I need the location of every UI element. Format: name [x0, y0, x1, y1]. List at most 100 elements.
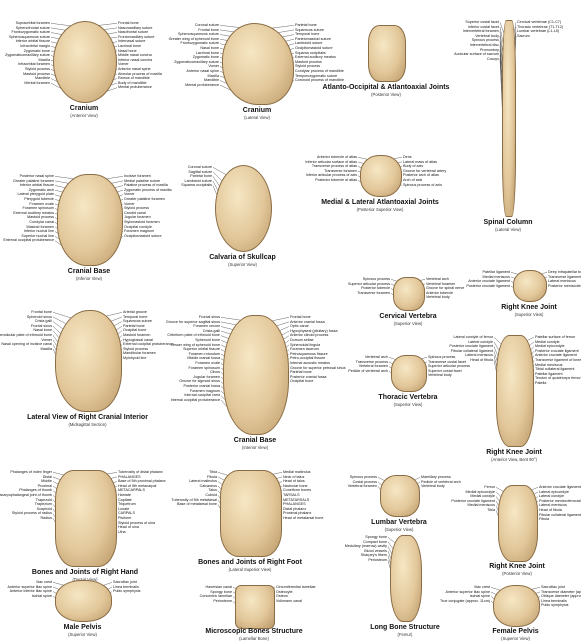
bone-illustration — [498, 485, 538, 562]
figure-title: Right Knee Joint — [501, 304, 557, 311]
label-left: Squama occipitalis — [181, 183, 212, 188]
label-left: Posterior tubercle of atlas — [315, 178, 357, 183]
label-right: Head of metatarsal bone — [283, 516, 323, 521]
figure-title: Cranial Base — [68, 268, 110, 275]
label-right: Occipital bone — [290, 379, 313, 384]
figure-subtitle: (Superior View) — [394, 321, 423, 326]
bone-illustration — [368, 25, 406, 82]
bone-illustration — [393, 277, 425, 311]
figure-panel: Frontal boneSphenoid sinusCrista galliFr… — [5, 290, 170, 455]
bone-illustration — [391, 355, 427, 392]
figure-subtitle: (Lateral View) — [244, 115, 270, 120]
label-left: Posterior cruciate ligament — [466, 284, 510, 289]
figure-panel: Spinous processSuperior articular proces… — [355, 265, 460, 335]
figure-title: Cervical Vertebra — [379, 313, 436, 320]
figure-subtitle: (Anterior View) — [70, 113, 98, 118]
label-right: Mental protuberance — [118, 85, 152, 90]
bone-illustration — [55, 310, 122, 412]
figure-subtitle: (Inferior View) — [76, 276, 102, 281]
figure-panel: Superior costal facetInferior costal fac… — [440, 15, 580, 240]
figure-panel: Spongy boneCompact boneMedullary (marrow… — [345, 530, 455, 640]
label-left: Ischial spine — [32, 594, 52, 599]
label-left: Transverse foramen — [357, 291, 390, 296]
figure-subtitle: (Interior View) — [242, 445, 268, 450]
figure-title: Bones and Joints of Right Foot — [198, 559, 302, 566]
label-right: Pubic symphysis — [541, 603, 568, 608]
bone-illustration — [215, 165, 272, 252]
figure-title: Cranial Base — [234, 437, 276, 444]
figure-subtitle: (Superior View) — [228, 262, 257, 267]
label-right: Coronoid process of mandible — [295, 78, 344, 83]
figure-title: Right Knee Joint — [486, 449, 542, 456]
bone-illustration — [55, 470, 117, 567]
label-left: Periosteum — [213, 599, 232, 604]
figure-panel: TibiaFibulaLateral malleolusCalcaneusTal… — [175, 465, 350, 580]
label-left: Coccyx — [487, 57, 499, 62]
label-right: Volkmann canal — [276, 599, 302, 604]
figure-title: Calvaria of Skullcap — [209, 254, 276, 261]
figure-subtitle: (Superior View) — [68, 632, 97, 637]
figure-title: Right Knee Joint — [489, 563, 545, 570]
figure-panel: Phalanges of index fingerDistalMiddlePro… — [5, 465, 175, 585]
figure-title: Long Bone Structure — [370, 624, 440, 631]
label-right: Ulna — [118, 530, 126, 535]
figure-title: Cranium — [70, 105, 98, 112]
bone-illustration — [496, 335, 534, 447]
figure-panel: Iliac crestAnterior superior iliac spine… — [5, 575, 170, 640]
figure-title: Spinal Column — [484, 219, 533, 226]
figure-subtitle: (Lamellar Bone) — [239, 636, 269, 641]
bone-illustration — [57, 174, 123, 266]
label-left: Base of metatarsal bone — [177, 502, 217, 507]
label-right: Vertebral body — [421, 484, 445, 489]
label-left: Internal occipital protuberance — [171, 398, 220, 403]
figure-title: Male Pelvis — [64, 624, 102, 631]
label-right: Occipitomastoid suture — [124, 234, 162, 239]
bone-illustration — [220, 470, 282, 557]
bone-illustration — [53, 21, 117, 103]
bone-illustration — [235, 585, 275, 629]
figure-subtitle: (Superior View) — [501, 636, 530, 641]
figure-subtitle: (Posterior View) — [502, 571, 532, 576]
figure-subtitle: (Midsagittal Section) — [69, 422, 107, 427]
figure-panel: Coronal sutureFrontal boneSphenosquamous… — [170, 5, 335, 132]
bone-illustration — [390, 535, 422, 622]
label-right: Mylohyoid line — [123, 356, 146, 361]
label-right: Vertebral body — [426, 295, 450, 300]
figure-title: Lateral View of Right Cranial Interior — [27, 414, 148, 421]
label-right: Sacrum — [517, 34, 530, 39]
figure-title: Microscopic Bones Structure — [205, 628, 302, 635]
figure-subtitle: (Posterior Superior View) — [357, 207, 404, 212]
label-right: Patella — [535, 381, 546, 386]
figure-panel: Vertebral archTransverse processVertebra… — [355, 345, 465, 415]
bone-illustration — [502, 20, 516, 217]
label-left: Tibia — [487, 508, 495, 513]
bone-illustration — [380, 475, 420, 517]
bone-illustration — [55, 580, 112, 622]
label-right: Pubic symphysis — [113, 589, 140, 594]
label-left: True conjugate (approx. 11cm) — [440, 599, 490, 604]
figure-panel: Coronal sutureSagittal sutureParietal bo… — [195, 160, 290, 270]
figure-subtitle: (Superior View) — [515, 312, 544, 317]
label-left: Maxilla — [41, 347, 52, 352]
figure-subtitle: (Superior View) — [394, 402, 423, 407]
label-right: Fibula — [539, 517, 549, 522]
figure-panel: Haversian canalSpongy boneConcentric lam… — [190, 580, 320, 640]
bone-illustration — [493, 585, 540, 627]
figure-subtitle: (Lateral Superior View) — [229, 567, 272, 572]
figure-title: Cranium — [243, 107, 271, 114]
figure-subtitle: (Femur) — [398, 632, 413, 637]
figure-panel: Patellar ligamentMedial meniscusAnterior… — [480, 260, 580, 320]
label-left: External occipital protuberance — [3, 238, 54, 243]
figure-title: Medial & Lateral Atlantoaxial Joints — [321, 199, 439, 206]
bone-illustration — [222, 23, 294, 105]
figure-panel: Spinous processCostal processVertebral f… — [340, 465, 460, 535]
label-right: Spinous process of axis — [403, 183, 442, 188]
figure-subtitle: (Posterior View) — [371, 92, 401, 97]
label-right: Posterior meniscofemoral ligament — [548, 284, 581, 289]
figure-title: Thoracic Vertebra — [378, 394, 437, 401]
